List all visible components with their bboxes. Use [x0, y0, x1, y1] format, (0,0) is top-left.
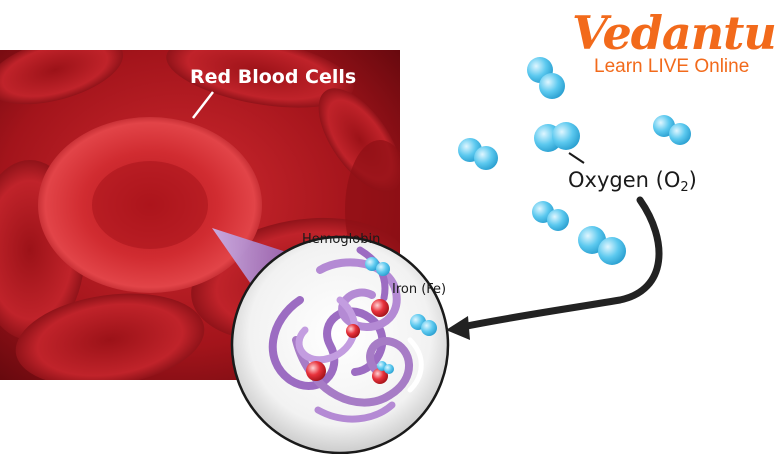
oxygen-atom [669, 123, 691, 145]
brand-tagline: Learn LIVE Online [594, 56, 750, 77]
oxygen-atom [384, 364, 394, 374]
rbc-pointer-line [192, 91, 214, 119]
oxygen-atom [547, 209, 569, 231]
oxygen-label-suffix: ) [688, 168, 697, 192]
iron-atom [306, 361, 326, 381]
oxygen-label-subscript: 2 [680, 180, 689, 195]
background-cell [15, 293, 205, 380]
background-cell [166, 50, 354, 108]
zoom-wedge [212, 228, 305, 300]
red-blood-cells-label: Red Blood Cells [190, 66, 357, 88]
oxygen-label-prefix: Oxygen (O [568, 168, 681, 192]
iron-atom [372, 368, 388, 384]
protein-chain [292, 336, 413, 407]
oxygen-atom [421, 320, 437, 336]
oxygen-label: Oxygen (O2) [568, 168, 697, 195]
oxygen-pointer-line [568, 152, 585, 164]
free-oxygen [458, 57, 691, 265]
protein-chain [314, 401, 396, 423]
arrow-head [446, 316, 470, 340]
iron-label: Iron (Fe) [392, 282, 447, 297]
bound-oxygen [365, 257, 437, 374]
iron-atom [371, 299, 389, 317]
oxygen-atom [474, 146, 498, 170]
cell-center-dimple [92, 161, 208, 249]
arrow-curve [458, 196, 663, 331]
protein-chain [268, 296, 387, 390]
oxygen-atom [598, 237, 626, 265]
oxygen-atom [376, 262, 390, 276]
oxygen-atom [539, 73, 565, 99]
protein-chain-highlight [407, 337, 424, 393]
iron-atom [346, 324, 360, 338]
oxygen-atom [365, 257, 379, 271]
background-cell [0, 50, 124, 105]
brand-logo: Vedantu Learn LIVE Online [572, 6, 777, 78]
hemoglobin-label: Hemoglobin [302, 232, 381, 247]
protein-chain [295, 296, 358, 364]
brand-name: Vedantu [572, 6, 777, 60]
oxygen-atom [552, 122, 580, 150]
iron-atoms [306, 299, 389, 384]
